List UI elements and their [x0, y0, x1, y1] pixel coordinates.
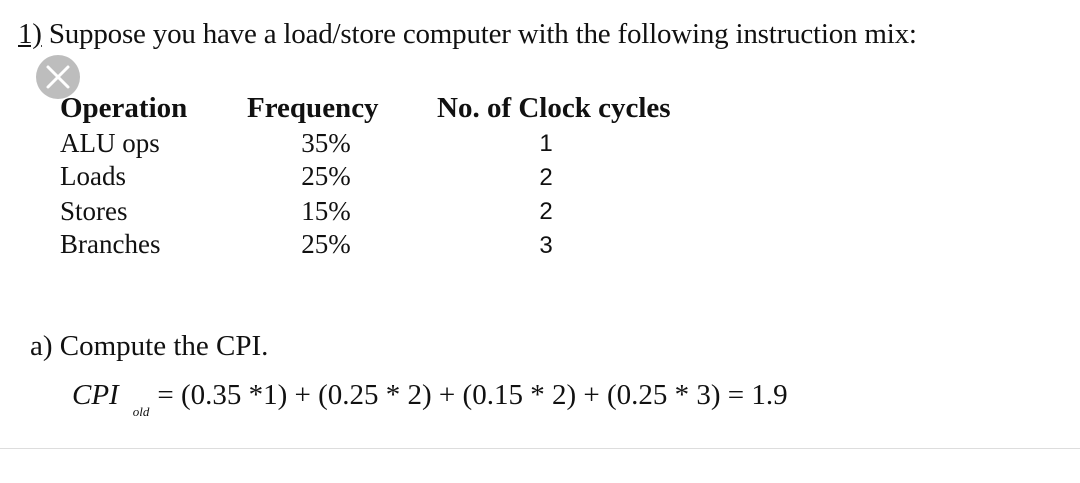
question-text: Suppose you have a load/store computer w…: [48, 18, 917, 50]
header-frequency: Frequency: [247, 92, 379, 124]
row-cycles: 2: [539, 164, 553, 191]
formula-rhs: = (0.35 *1) + (0.25 * 2) + (0.15 * 2) + …: [157, 379, 788, 411]
row-cycles: 2: [539, 198, 553, 225]
row-frequency: 35%: [301, 128, 351, 158]
header-operation: Operation: [60, 92, 188, 124]
question-line: 1) Suppose you have a load/store compute…: [18, 18, 917, 51]
row-operation: Branches: [60, 229, 161, 259]
divider: [0, 448, 1080, 449]
header-clock-cycles: No. of Clock cycles: [437, 92, 671, 124]
formula-subscript: old: [132, 404, 150, 419]
row-cycles: 1: [539, 130, 553, 157]
cpi-formula: CPI old = (0.35 *1) + (0.25 * 2) + (0.15 *…: [72, 379, 788, 419]
close-button[interactable]: [36, 55, 80, 99]
close-x-icon: [46, 65, 70, 89]
row-operation: Loads: [60, 161, 126, 191]
part-a-question: a) Compute the CPI.: [30, 330, 269, 362]
question-number: 1): [18, 18, 42, 50]
row-frequency: 25%: [301, 161, 351, 191]
row-frequency: 25%: [301, 229, 351, 259]
row-operation: ALU ops: [60, 128, 160, 158]
formula-lhs: CPI: [72, 379, 119, 411]
row-cycles: 3: [539, 232, 553, 259]
row-frequency: 15%: [301, 196, 351, 226]
row-operation: Stores: [60, 196, 128, 226]
